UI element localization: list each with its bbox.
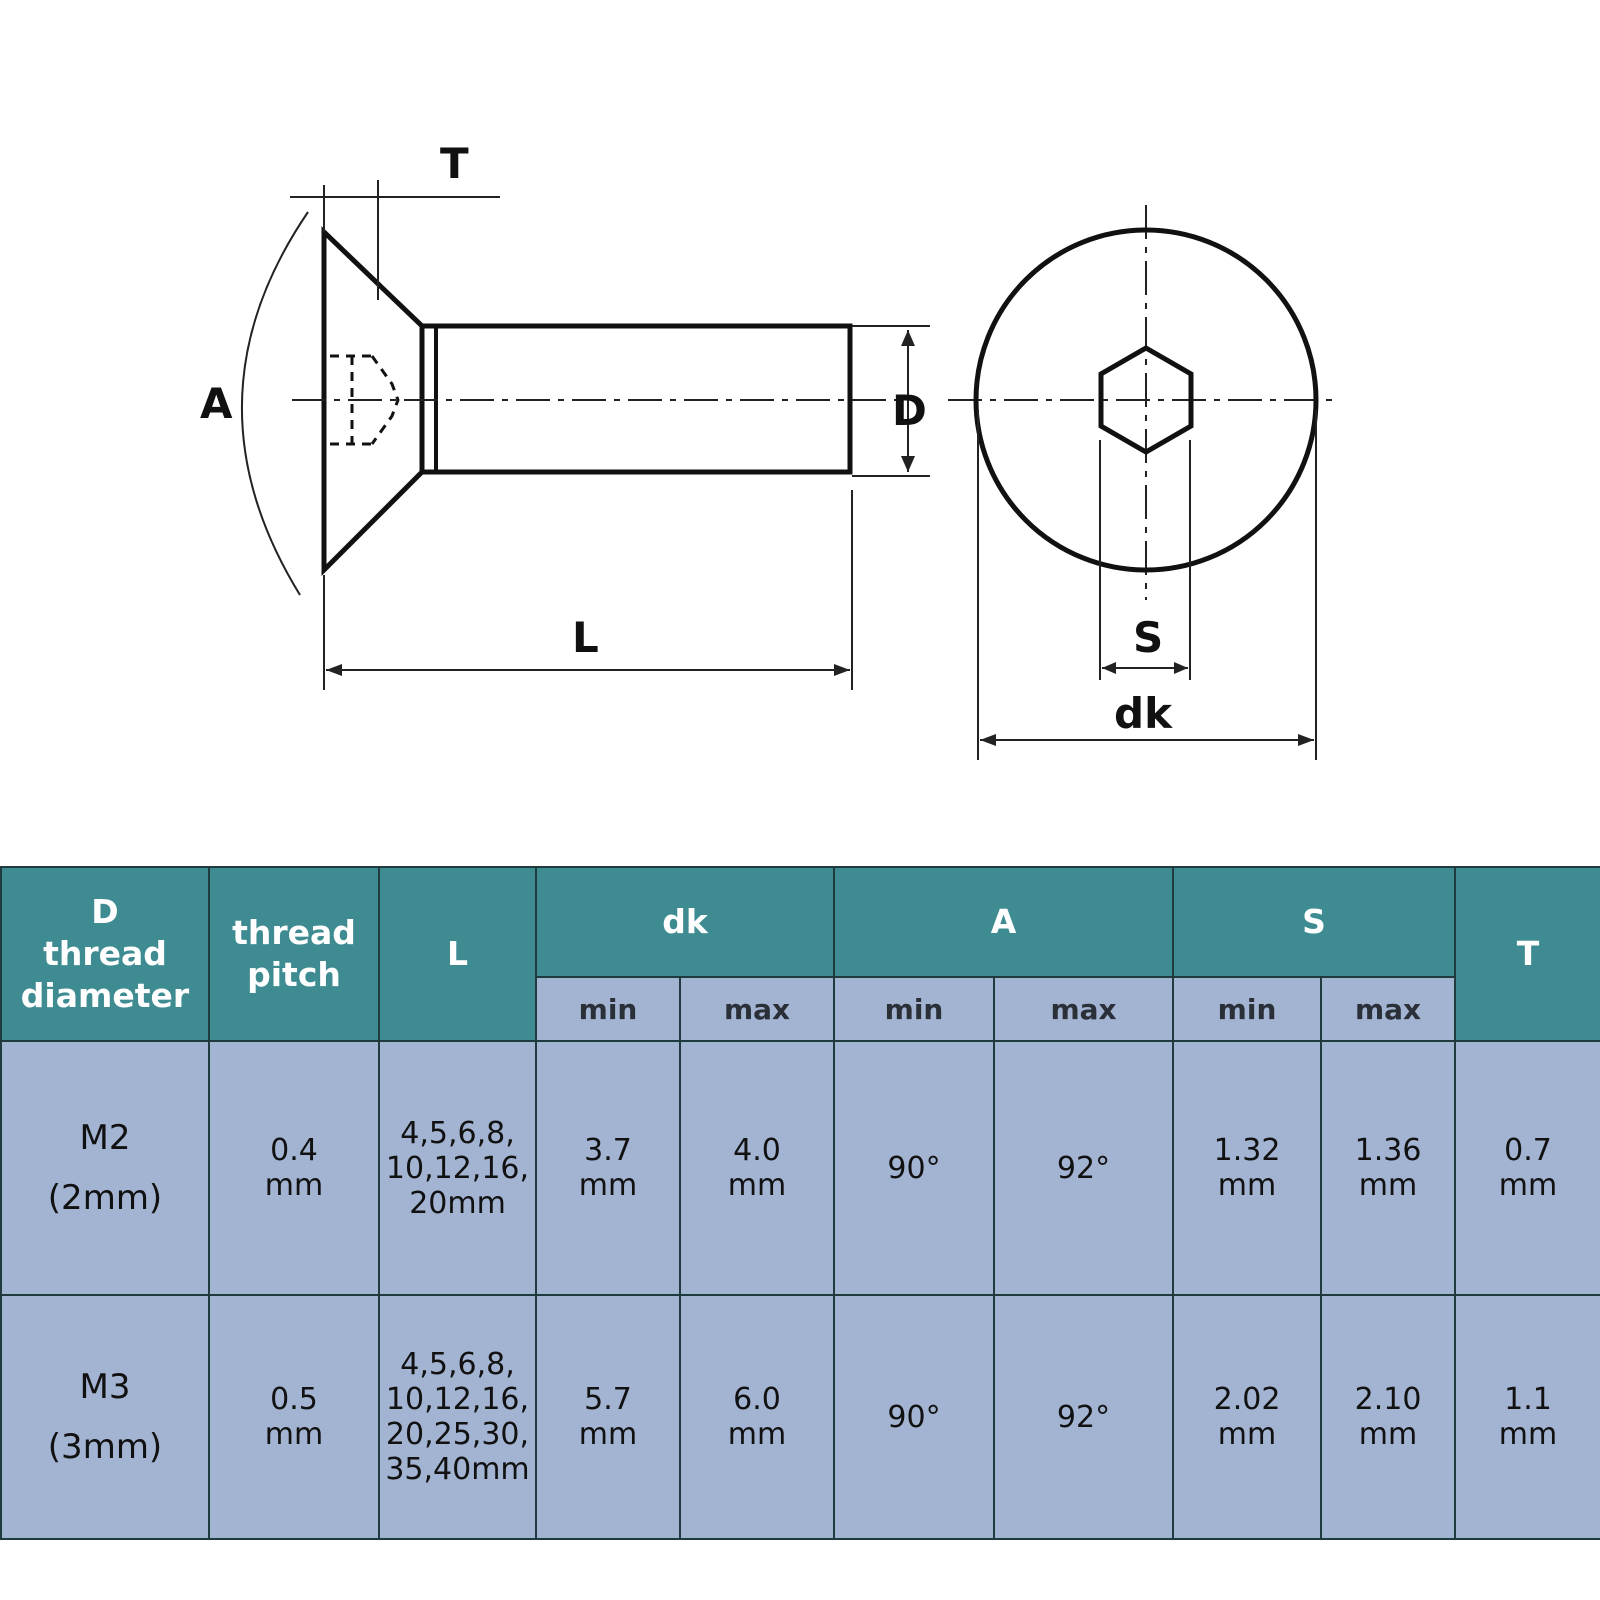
header-length: L xyxy=(378,866,537,1042)
subheader-a-max: max xyxy=(993,976,1175,1042)
label-dk: dk xyxy=(1114,689,1173,738)
header-dk: dk xyxy=(534,866,836,978)
screw-technical-drawing: T A D L S dk xyxy=(200,139,1340,760)
header-a: A xyxy=(833,866,1175,978)
top-dimension-arrows xyxy=(980,662,1314,746)
head-circle xyxy=(973,227,1319,573)
cell-a-min: 90° xyxy=(833,1040,996,1296)
subheader-s-min: min xyxy=(1172,976,1323,1042)
subheader-dk-min: min xyxy=(535,976,681,1042)
cell-lengths: 4,5,6,8,10,12,16,20mm xyxy=(378,1040,537,1296)
header-thread-pitch: thread pitch xyxy=(208,866,380,1042)
header-thread-diameter: D thread diameter xyxy=(0,866,210,1042)
label-a: A xyxy=(200,379,233,428)
subheader-a-min: min xyxy=(833,976,996,1042)
label-l: L xyxy=(572,613,599,662)
hex-socket xyxy=(1098,345,1194,455)
header-row: D thread diameter thread pitch L dk A S … xyxy=(0,866,1600,1042)
subheader-row: min max min max min max xyxy=(1,976,1600,1042)
hex-socket-hidden-lines xyxy=(330,354,400,446)
cell-a-max: 92° xyxy=(993,1294,1175,1540)
cell-lengths: 4,5,6,8,10,12,16,20,25,30,35,40mm xyxy=(378,1294,537,1540)
header-t: T xyxy=(1454,866,1600,1042)
cell-size: M2(2mm) xyxy=(0,1040,210,1296)
subheader-s-max: max xyxy=(1320,976,1457,1042)
label-d: D xyxy=(892,386,927,435)
label-s: S xyxy=(1133,613,1163,662)
cell-size: M3(3mm) xyxy=(0,1294,210,1540)
angle-arc xyxy=(240,211,309,596)
screw-top-view xyxy=(973,227,1319,573)
spec-table: D thread diameter thread pitch L dk A S … xyxy=(0,866,1600,1540)
subheader-dk-max: max xyxy=(678,976,836,1042)
center-lines xyxy=(292,205,1340,600)
header-s: S xyxy=(1172,866,1457,978)
label-t: T xyxy=(440,139,469,188)
side-dimension-lines xyxy=(240,180,930,690)
cell-a-max: 92° xyxy=(993,1040,1175,1296)
cell-a-min: 90° xyxy=(833,1294,996,1540)
top-dimension-lines xyxy=(977,410,1317,760)
dimension-arrows xyxy=(326,330,915,676)
